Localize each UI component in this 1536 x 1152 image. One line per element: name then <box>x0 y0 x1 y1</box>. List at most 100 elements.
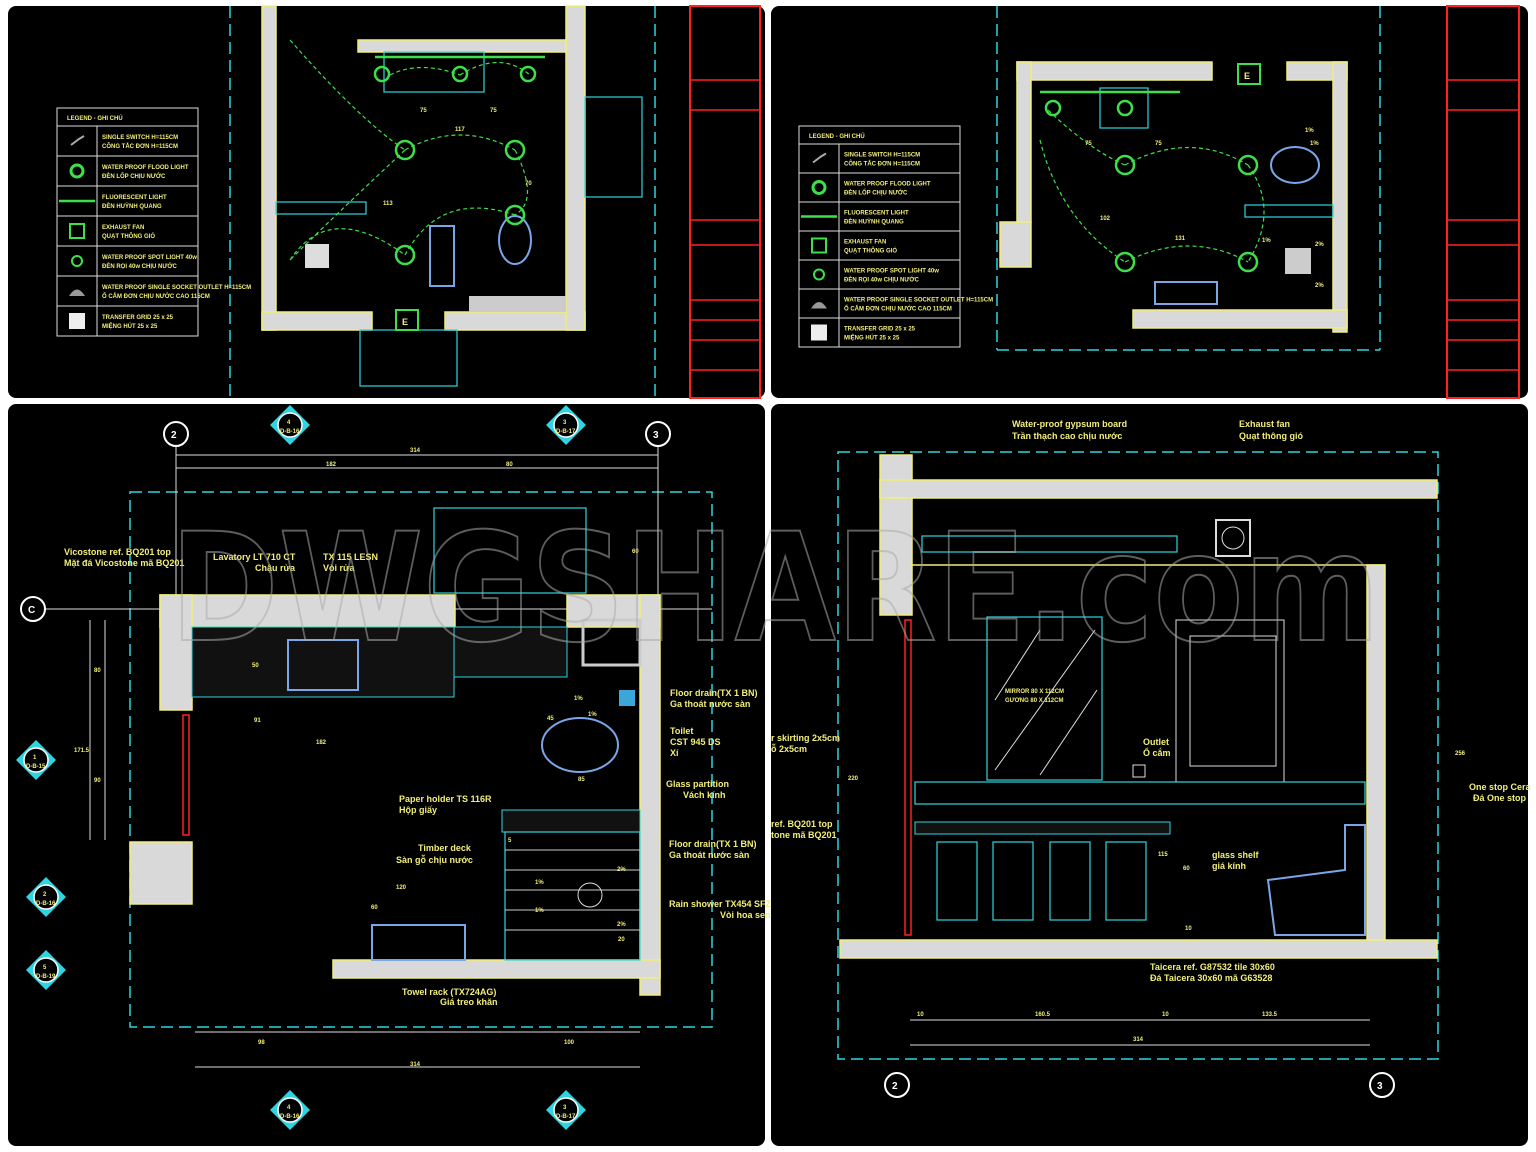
legend-item-label: FLUORESCENT LIGHT <box>844 211 909 217</box>
callout-label: ỗ 2x5cm <box>771 744 807 754</box>
exhaust-fan-icon <box>395 309 419 331</box>
dimension-label: 75 <box>1155 141 1162 147</box>
section-tag-ref: D-B-16 <box>36 901 56 907</box>
legend-item-label: EXHAUST FAN <box>102 225 144 231</box>
callout-label: Mặt đá Vicostone mã BQ201 <box>64 558 184 568</box>
legend-item-label-vi: MIỆNG HÚT 25 x 25 <box>844 334 900 342</box>
section-tag-ref: D-B-16 <box>280 1114 300 1120</box>
callout-label: Vòi rửa <box>323 563 356 573</box>
legend-item-label-vi: ĐÈN LỐP CHỊU NƯỚC <box>102 172 166 180</box>
callout-label: Ổ cắm <box>1143 747 1171 758</box>
grid-bubble <box>20 596 46 622</box>
callout-label: One stop Cera <box>1469 782 1532 792</box>
legend-item-label: FLUORESCENT LIGHT <box>102 195 167 201</box>
legend-item-label: WATER PROOF SINGLE SOCKET OUTLET H=115CM <box>102 285 251 291</box>
section-tag: 4D-B-16 <box>270 405 310 445</box>
exhaust-fan-icon <box>811 237 827 254</box>
callout-label: MIRROR 80 X 112CM <box>1005 689 1064 695</box>
legend-item-label-vi: ĐÈN RỌI 40w CHỊU NƯỚC <box>102 262 177 270</box>
section-tag-ref: D-B-17 <box>556 1114 576 1120</box>
floor-plan-annotations: 2 3 C 4D-B-163D-B-174D-B-163D-B-171D-B-1… <box>16 405 772 1130</box>
dimension-label: 60 <box>371 905 378 911</box>
watermark: DWGSHARE.com <box>170 502 1380 676</box>
legend-item-label: WATER PROOF SPOT LIGHT 40w <box>102 255 197 261</box>
callout-label: Vách kính <box>683 790 726 800</box>
callout-label: Đá One stop <box>1473 793 1527 803</box>
dimension-label: 120 <box>396 885 407 891</box>
transfer-grid-icon <box>69 313 85 329</box>
callout-label: Outlet <box>1143 737 1169 747</box>
slope-label: 1% <box>1262 238 1271 244</box>
floor-plan <box>45 446 713 1068</box>
dimension-label: 115 <box>1158 852 1168 858</box>
callout-label: r skirting 2x5cm <box>771 733 840 743</box>
section-tag-number: 5 <box>43 965 47 971</box>
switch-icon <box>70 135 85 146</box>
slope-label: 1% <box>535 880 544 886</box>
legend-item-label-vi: Ổ CẮM ĐƠN CHỊU NƯỚC CAO 115CM <box>844 305 952 313</box>
grid-bubble-label: 3 <box>653 430 659 441</box>
fan-symbol-label: E <box>402 317 408 327</box>
section-tag-number: 4 <box>287 1105 291 1111</box>
dimension-label: 45 <box>547 716 554 722</box>
title-block <box>689 5 761 399</box>
dimension-label: 75 <box>1085 141 1092 147</box>
dimension-label: 75 <box>420 108 427 114</box>
slope-label: 1% <box>588 712 597 718</box>
callout-label: Vòi hoa sen <box>720 910 771 920</box>
elevation <box>837 451 1439 1060</box>
section-tag-number: 2 <box>43 892 47 898</box>
dimension-label: 10 <box>917 1012 924 1018</box>
legend-item-label-vi: MIỆNG HÚT 25 x 25 <box>102 322 158 330</box>
legend-item-label-vi: ĐÈN LỐP CHỊU NƯỚC <box>844 189 908 197</box>
callout-label: tone mã BQ201 <box>771 830 837 840</box>
callout-label: Vicostone ref. BQ201 top <box>64 547 171 557</box>
callout-label: CST 945 DS <box>670 737 721 747</box>
dimension-label: 314 <box>410 1062 421 1068</box>
section-tag-number: 3 <box>563 420 567 426</box>
callout-label: glass shelf <box>1212 850 1260 860</box>
callout-label: TX 115 LESN <box>323 552 378 562</box>
grid-bubble <box>163 421 189 447</box>
section-tag-ref: D-B-15 <box>26 764 46 770</box>
slope-label: 1% <box>1310 141 1319 147</box>
dimension-label: 20 <box>618 937 625 943</box>
legend-item-label-vi: QUẠT THÔNG GIÓ <box>102 232 155 240</box>
panel-elevation <box>771 404 1528 1146</box>
dimension-label: 182 <box>326 462 337 468</box>
slope-label: 2% <box>1315 242 1324 248</box>
dimension-label: 182 <box>316 740 327 746</box>
legend-item-label: TRANSFER GRID 25 x 25 <box>844 327 916 333</box>
section-tag-ref: D-B-19 <box>36 974 56 980</box>
dimension-label: 60 <box>632 549 639 555</box>
dimension-label: 10 <box>1185 926 1192 932</box>
legend-item-label: WATER PROOF FLOOD LIGHT <box>844 182 931 188</box>
callout-label: Floor drain(TX 1 BN) <box>670 688 758 698</box>
callout-label: Toilet <box>670 726 693 736</box>
callout-label: Đá Taicera 30x60 mã G63528 <box>1150 973 1272 983</box>
transfer-grid-icon <box>811 324 827 341</box>
grid-bubble-label: 2 <box>171 430 177 441</box>
dimension-label: 102 <box>1100 216 1111 222</box>
exhaust-fan-icon <box>1237 63 1261 85</box>
section-tag: 5D-B-19 <box>26 950 66 990</box>
grid-bubble <box>1369 1072 1395 1098</box>
legend-item-label: WATER PROOF FLOOD LIGHT <box>102 165 189 171</box>
legend-item-label: EXHAUST FAN <box>844 240 886 246</box>
section-tag: 3D-B-17 <box>546 405 586 445</box>
dimension-label: 100 <box>564 1040 575 1046</box>
legend-item-label-vi: CÔNG TẮC ĐƠN H=115CM <box>844 160 920 168</box>
socket-outlet-icon <box>811 302 827 309</box>
grid-bubble-label: 2 <box>892 1081 898 1092</box>
dimension-label: 10 <box>1162 1012 1169 1018</box>
legend-item-label-vi: CÔNG TẮC ĐƠN H=115CM <box>102 142 178 150</box>
legend-item-label-vi: QUẠT THÔNG GIÓ <box>844 247 897 255</box>
slope-label: 2% <box>617 867 626 873</box>
callout-label: Towel rack (TX724AG) <box>402 987 496 997</box>
dimension-label: 160.5 <box>1035 1012 1051 1018</box>
callout-label: Timber deck <box>418 843 472 853</box>
section-tag-number: 1 <box>33 755 37 761</box>
section-tag: 2D-B-16 <box>26 877 66 917</box>
dimension-label: 60 <box>1183 866 1190 872</box>
